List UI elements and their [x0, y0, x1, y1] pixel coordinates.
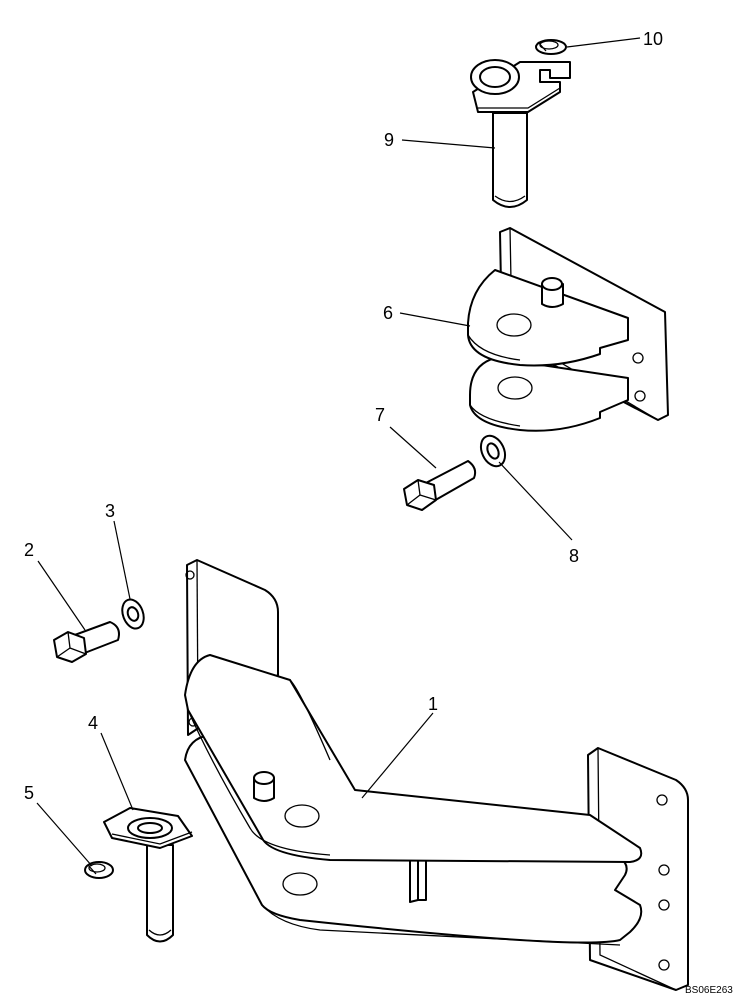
callout-9: 9 [384, 130, 394, 150]
leader-line-2 [37, 560, 86, 631]
drawbar-bracket-part-1 [184, 559, 689, 991]
leader-line-3 [113, 520, 131, 600]
callout-6: 6 [383, 303, 393, 323]
leader-line-4 [100, 732, 134, 811]
leader-line-7 [389, 426, 437, 469]
callout-10: 10 [643, 29, 663, 49]
leader-line-9 [401, 139, 496, 149]
washer-part-3 [121, 598, 145, 630]
callout-labels: 10 9 6 7 8 2 3 1 4 5 [24, 29, 663, 803]
leader-line-8 [498, 461, 573, 541]
handle-pin-part-4 [103, 807, 193, 943]
drawing-code: BS06E263 [685, 985, 733, 996]
leader-line-10 [566, 37, 641, 48]
callout-8: 8 [569, 546, 579, 566]
bolt-part-2 [53, 621, 120, 663]
callout-1: 1 [428, 694, 438, 714]
callout-5: 5 [24, 783, 34, 803]
handle-pin-part-9 [470, 59, 571, 208]
callout-4: 4 [88, 713, 98, 733]
washer-part-8 [479, 434, 507, 468]
clevis-bracket-part-6 [467, 227, 669, 432]
callout-7: 7 [375, 405, 385, 425]
leader-line-1 [361, 712, 434, 799]
spring-clip-part-5 [84, 861, 114, 879]
leader-line-5 [36, 802, 93, 867]
leader-line-6 [399, 312, 471, 327]
bolt-part-7 [403, 460, 477, 511]
leader-lines [36, 37, 641, 867]
callout-3: 3 [105, 501, 115, 521]
spring-clip-part-10 [535, 39, 567, 55]
callout-2: 2 [24, 540, 34, 560]
